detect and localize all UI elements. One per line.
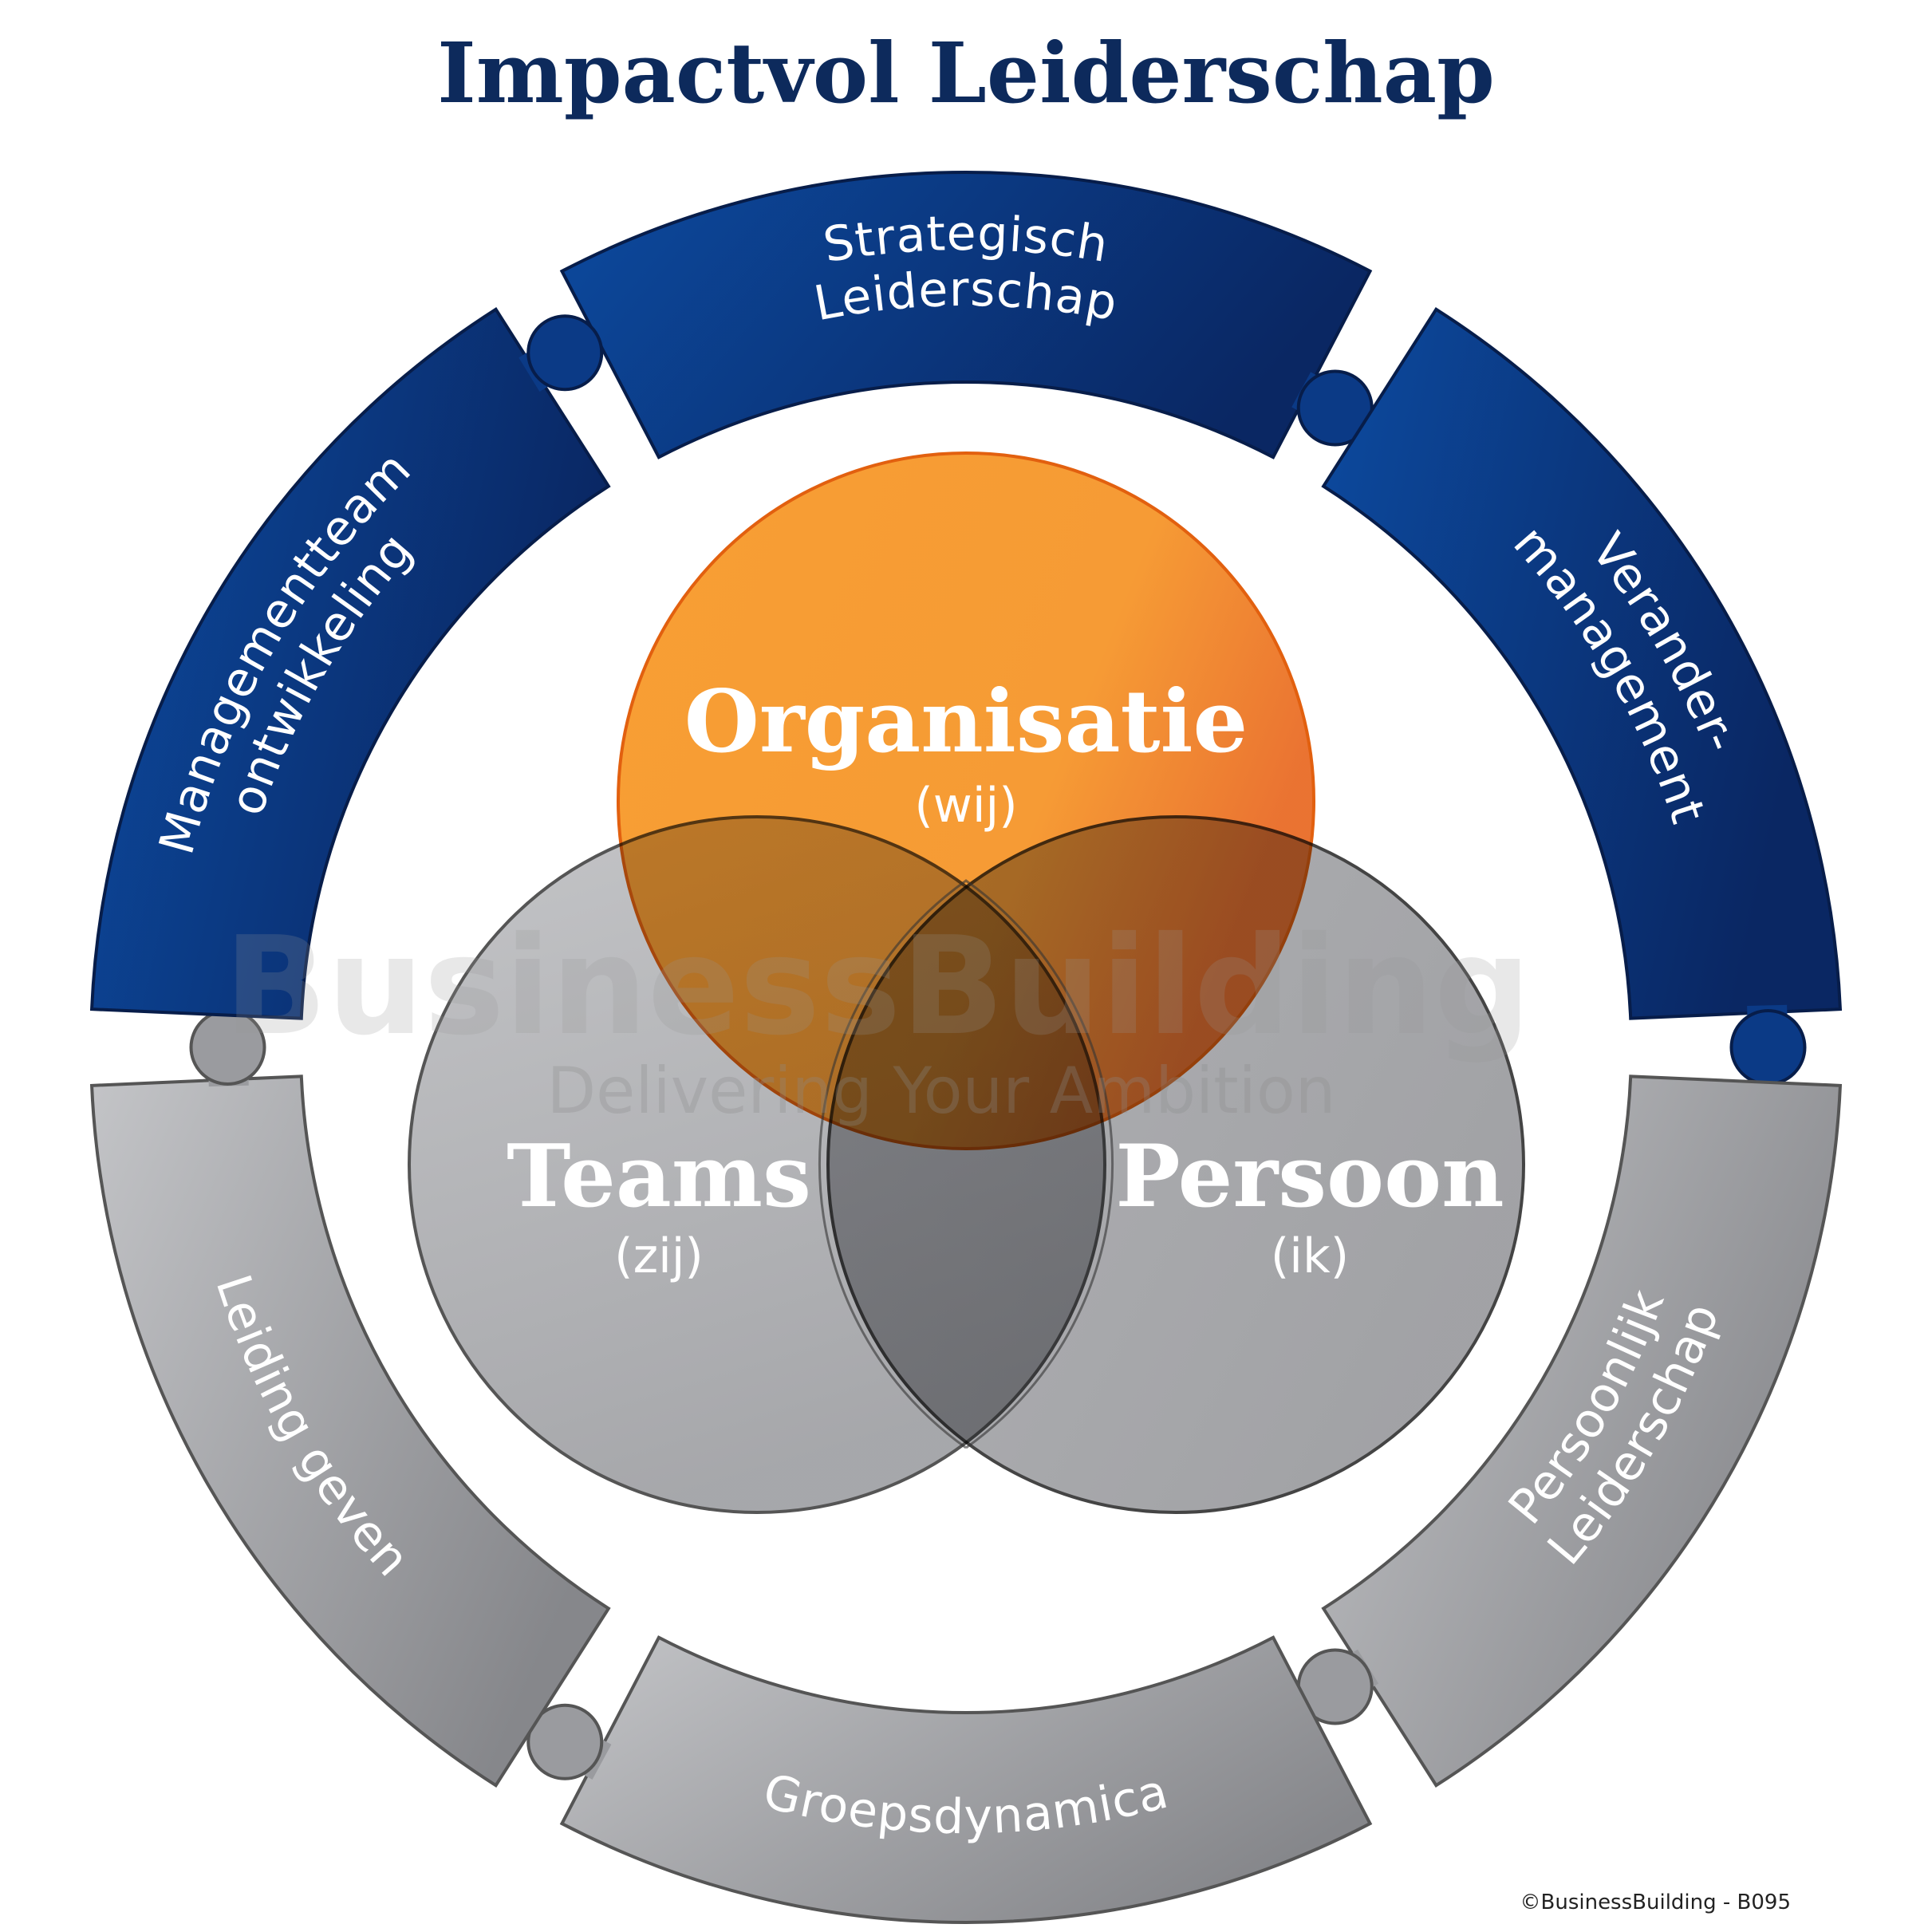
puzzle-piece (1321, 307, 1843, 1020)
segment-leiding-geven (89, 1009, 611, 1788)
venn-diagram (408, 451, 1525, 1514)
persoon-sub: (ik) (1271, 1228, 1349, 1284)
copyright: ©BusinessBuilding - B095 (1520, 1891, 1792, 1914)
teams-sub: (zij) (614, 1228, 704, 1284)
puzzle-ring (89, 171, 1843, 1924)
segment-managementteam-ontwikkeling (89, 307, 611, 1020)
watermark-tagline: Delivering Your Ambition (547, 1054, 1336, 1128)
watermark-brand: BusinessBuilding (224, 908, 1532, 1066)
puzzle-piece (89, 307, 611, 1020)
puzzle-knob (526, 314, 604, 392)
puzzle-knob (526, 1703, 604, 1780)
organisatie-label: Organisatie (684, 672, 1248, 772)
segment-groepsdynamica (526, 1635, 1373, 1924)
puzzle-piece (89, 1074, 611, 1788)
watermark: BusinessBuilding Delivering Your Ambitio… (224, 908, 1532, 1128)
puzzle-piece (559, 1635, 1373, 1924)
segment-strategisch-leiderschap (559, 171, 1374, 459)
puzzle-piece (1321, 1074, 1843, 1788)
persoon-label: Persoon (1115, 1126, 1504, 1227)
puzzle-knob (1729, 1009, 1807, 1086)
puzzle-piece (559, 171, 1373, 459)
venn-labels: Organisatie (wij) Teams (zij) Persoon (i… (507, 672, 1504, 1284)
teams-label: Teams (507, 1126, 811, 1227)
page-title: Impactvol Leiderschap (437, 24, 1495, 122)
circle-organisatie (617, 451, 1315, 1150)
organisatie-sub: (wij) (914, 778, 1017, 834)
intersection-outline (818, 879, 1114, 1449)
